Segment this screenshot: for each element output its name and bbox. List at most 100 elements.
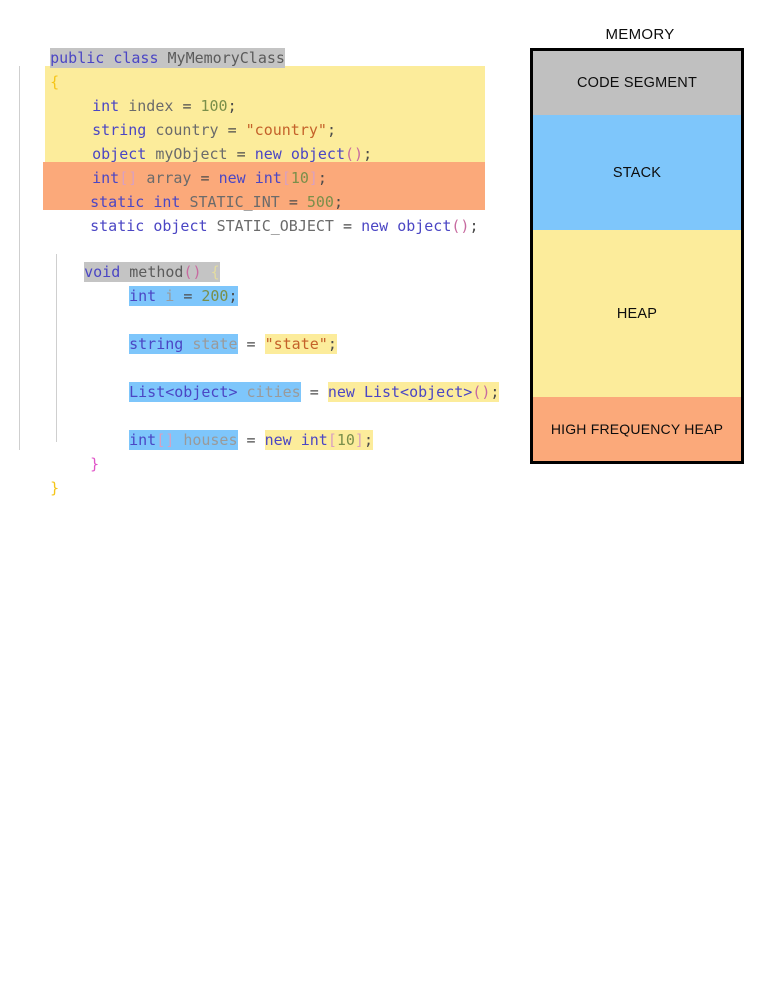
memory-diagram: MEMORY CODE SEGMENT STACK HEAP HIGH FREQ… (530, 26, 750, 464)
ctor-int: int (300, 431, 328, 449)
assign-operator: = (182, 97, 192, 115)
array-size-10: 10 (290, 169, 309, 187)
memory-segment-code-segment: CODE SEGMENT (533, 51, 741, 115)
local-name-state: state (192, 335, 238, 353)
field-name-myobject: myObject (155, 145, 228, 163)
ctor-object: object (397, 217, 452, 235)
code-line-field-object-myobject: object myObject = new object(); (56, 118, 372, 163)
literal-500: 500 (306, 193, 334, 211)
field-name-country: country (155, 121, 219, 139)
code-pane: public class MyMemoryClass { int index =… (0, 0, 520, 497)
ctor-parens: () (345, 145, 364, 163)
code-line-local-list-cities: List<object> cities = new List<object>()… (93, 356, 500, 402)
assign-operator: = (246, 335, 256, 353)
local-name-i: i (165, 287, 175, 305)
type-int: int (129, 431, 157, 449)
type-int: int (92, 169, 120, 187)
return-type-void: void (84, 263, 121, 281)
class-name: MyMemoryClass (167, 49, 285, 67)
indent-guide-outer (19, 66, 20, 450)
code-line-field-int-index: int index = 100; (56, 70, 237, 115)
modifier-static: static (90, 193, 145, 211)
memory-segment-heap: HEAP (533, 230, 741, 397)
high-frequency-heap-highlight-block (43, 162, 485, 210)
memory-segment-stack: STACK (533, 115, 741, 230)
semicolon: ; (326, 121, 336, 139)
stack-highlight-local-cities: List<object> cities (129, 382, 301, 402)
assign-operator: = (309, 383, 319, 401)
semicolon: ; (363, 431, 373, 449)
assign-operator: = (288, 193, 298, 211)
assign-operator-wrap: = (238, 335, 265, 353)
assign-operator-wrap: = (238, 431, 265, 449)
array-brackets: [] (156, 431, 175, 449)
modifier-static: static (90, 217, 145, 235)
type-int: int (129, 287, 157, 305)
stack-highlight-local-houses: int[] houses (129, 430, 238, 450)
ctor-parens: () (451, 217, 470, 235)
code-line-field-static-object: static object STATIC_OBJECT = new object… (54, 190, 478, 235)
memory-segment-label: HIGH FREQUENCY HEAP (550, 421, 724, 437)
ctor-object: object (290, 145, 345, 163)
code-line-class-open-brace: { (14, 46, 59, 91)
assign-operator: = (183, 287, 193, 305)
open-bracket: [ (281, 169, 291, 187)
class-declaration-highlight: public class MyMemoryClass (50, 48, 285, 68)
field-name-array: array (146, 169, 192, 187)
assign-operator: = (200, 169, 210, 187)
field-name-static-int: STATIC_INT (189, 193, 280, 211)
type-object: object (153, 217, 208, 235)
close-bracket: ] (308, 169, 318, 187)
stack-highlight-local-i: int i = 200; (129, 286, 238, 306)
local-name-cities: cities (246, 383, 301, 401)
open-bracket: [ (327, 431, 337, 449)
semicolon: ; (490, 383, 500, 401)
keyword-public-class: public class (50, 49, 159, 67)
code-line-class-close-brace: } (14, 452, 59, 497)
code-line-field-array: int[] array = new int[10]; (56, 142, 327, 187)
keyword-new: new (264, 431, 292, 449)
code-line-local-array-houses: int[] houses = new int[10]; (93, 404, 373, 450)
type-list-object: List<object> (129, 383, 238, 401)
semicolon: ; (228, 287, 238, 305)
type-string: string (92, 121, 147, 139)
method-name: method (129, 263, 184, 281)
local-name-houses: houses (183, 431, 238, 449)
assign-operator: = (246, 431, 256, 449)
field-name-static-object: STATIC_OBJECT (216, 217, 334, 235)
memory-segment-high-frequency-heap: HIGH FREQUENCY HEAP (533, 397, 741, 461)
type-string: string (129, 335, 184, 353)
assign-operator: = (343, 217, 353, 235)
class-close-brace: } (50, 479, 60, 497)
code-line-method-close-brace: } (54, 428, 99, 473)
ctor-list-object: List<object> (363, 383, 473, 401)
type-int: int (92, 97, 120, 115)
ctor-int: int (254, 169, 282, 187)
memory-segment-label: HEAP (616, 305, 658, 322)
literal-state-string: "state" (264, 335, 328, 353)
semicolon: ; (333, 193, 343, 211)
memory-title: MEMORY (605, 26, 675, 43)
literal-200: 200 (201, 287, 229, 305)
code-line-method-declaration: void method() { (48, 236, 220, 282)
semicolon: ; (317, 169, 327, 187)
method-open-brace: { (210, 263, 220, 281)
type-int: int (153, 193, 181, 211)
method-declaration-highlight: void method() { (84, 262, 220, 282)
stack-highlight-local-state: string state (129, 334, 238, 354)
method-parens: () (183, 263, 202, 281)
keyword-new: new (327, 383, 355, 401)
close-bracket: ] (354, 431, 364, 449)
class-open-brace: { (50, 73, 60, 91)
memory-segment-label: CODE SEGMENT (576, 75, 698, 91)
code-line-class-declaration: public class MyMemoryClass (14, 22, 285, 68)
assign-operator: = (236, 145, 246, 163)
array-brackets: [] (119, 169, 138, 187)
heap-highlight-local-state: "state"; (264, 334, 337, 354)
code-line-field-static-int: static int STATIC_INT = 500; (54, 166, 343, 211)
heap-highlight-local-cities: new List<object>(); (327, 382, 500, 402)
memory-box: CODE SEGMENT STACK HEAP HIGH FREQUENCY H… (530, 48, 744, 464)
heap-highlight-local-houses: new int[10]; (264, 430, 373, 450)
array-size-10: 10 (336, 431, 355, 449)
type-object: object (92, 145, 147, 163)
